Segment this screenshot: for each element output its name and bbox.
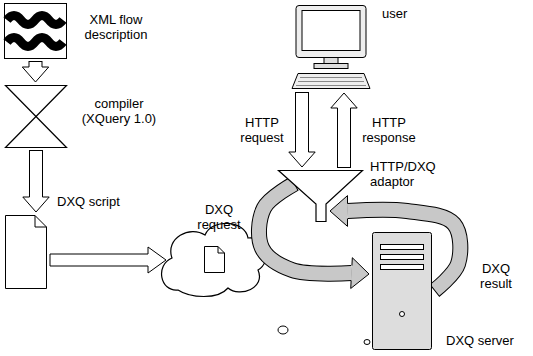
arrow-body-outline [259,183,352,273]
adaptor-funnel: HTTP/DXQ adaptor [278,170,363,222]
arrow-head-outline [351,258,369,289]
flow-document: XML flow description [4,3,67,59]
screen [302,11,360,51]
arrow-head [23,197,49,212]
power-light [400,312,405,317]
arrow-head [330,196,348,227]
node-label: DXQ server [446,334,530,349]
node-label: user [382,7,442,22]
node-shape [5,85,67,148]
monitor-stand [324,58,338,64]
bubble [278,326,288,334]
script-document: DXQ script [5,215,47,289]
drive-bay [381,245,424,250]
edge-label: DXQ request [190,203,248,233]
arrow-body [259,184,352,274]
monitor [296,6,366,58]
key-row [296,85,366,86]
arrow-head [22,67,48,82]
edge-label: HTTP response [356,116,422,146]
arrow-body-outline [337,108,351,168]
node-shape [290,5,372,90]
node-shape [278,170,363,222]
edge-label: DXQ result [470,262,522,292]
flow-arrow [289,92,315,167]
deployed-script [205,247,225,273]
drive-bay [381,265,424,270]
flow-arrow [22,61,48,82]
funnel-outline [279,171,363,222]
key-row [298,81,364,82]
monitor-base [314,64,348,69]
keyboard [292,74,370,89]
flow-arrow [23,150,49,212]
page-outline [6,216,47,289]
edge-label: HTTP request [232,116,292,146]
arrow-body [338,108,350,167]
wave-band [7,16,63,25]
arrow-body [30,62,42,67]
node-shape [4,3,67,59]
arrow-head [289,152,315,167]
server-tower: DXQ server [372,232,432,350]
network-cloud [162,223,267,296]
server-case [373,233,432,350]
arrow-body-outline [295,92,309,152]
node-label: compiler (XQuery 1.0) [77,97,161,127]
compiler-outline [6,86,67,148]
deploy-arrow [50,247,166,273]
bubble [364,340,370,345]
key-row [300,77,362,78]
node-shape [372,232,432,350]
user-computer: user [290,5,372,90]
arrow-body-outline [29,61,43,67]
arrow-head-outline [22,67,48,82]
arrow-body [30,151,42,197]
page-fold [35,216,47,228]
node-label: HTTP/DXQ adaptor [370,160,444,190]
arrow-body [296,93,308,152]
arrow-head-outline [331,93,357,108]
arrow-head-outline [289,152,315,167]
arrow-head-outline [23,197,49,212]
arrow-body-outline [29,150,43,197]
node-label: XML flow description [76,13,156,43]
flow-arrow [331,93,357,168]
compiler-symbol: compiler (XQuery 1.0) [5,85,67,148]
drive-bay [381,255,424,260]
arrow-head-outline [330,196,348,227]
wave-band [7,38,63,47]
node-shape [5,215,47,289]
arrow-head [351,258,369,289]
document-frame [5,4,67,59]
node-label: DXQ script [57,195,147,210]
arrow-head [331,93,357,108]
